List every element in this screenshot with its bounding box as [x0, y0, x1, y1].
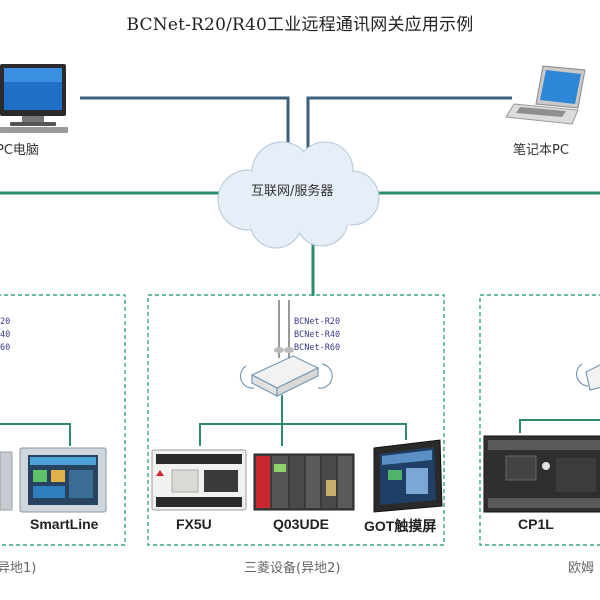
group-label-left: 异地1)	[0, 561, 37, 576]
cloud-label: 互联网/服务器	[251, 184, 334, 199]
group-box-right	[479, 294, 600, 546]
gateway-model-r60: BCNet-R60	[294, 343, 341, 353]
gateway-model-r20: BCNet-R20	[294, 317, 341, 327]
smartline-label: SmartLine	[30, 516, 99, 532]
page-title: BCNet-R20/R40工业远程通讯网关应用示例	[126, 15, 474, 35]
pc-monitor-icon	[0, 64, 68, 133]
pc-label: PC电脑	[0, 143, 39, 158]
device-links	[0, 395, 600, 446]
left-model-20: 20	[0, 317, 11, 327]
group-box-left	[0, 294, 126, 546]
laptop-icon	[505, 65, 586, 125]
left-model-40: 40	[0, 330, 11, 340]
gateway-models: BCNet-R20 BCNet-R40 BCNet-R60	[294, 316, 340, 355]
right-group-link	[519, 419, 600, 433]
fx5u-label: FX5U	[176, 516, 212, 532]
smartline-hmi-icon	[19, 447, 107, 513]
pc-to-cloud-line	[80, 96, 290, 150]
got-label: GOT触摸屏	[364, 518, 437, 534]
laptop-label: 笔记本PC	[513, 143, 569, 158]
laptop-to-cloud-line	[306, 96, 512, 150]
q03ude-label: Q03UDE	[273, 516, 330, 532]
gateway-device-partial-icon	[576, 363, 600, 391]
q03ude-plc-icon	[253, 453, 355, 511]
cp1l-label: CP1L	[518, 516, 554, 532]
gateway-device-icon	[239, 300, 333, 397]
group-box-middle	[147, 294, 445, 546]
left-partial-device-icon	[0, 451, 13, 511]
cp1l-plc-icon	[483, 435, 600, 513]
cloud-icon	[217, 141, 380, 249]
gateway-model-r40: BCNet-R40	[294, 330, 341, 340]
group-label-right: 欧姆	[568, 561, 595, 576]
gateway-to-fx5u-link	[199, 395, 283, 446]
fx5u-plc-icon	[151, 449, 247, 511]
left-gateway-models: 20 40 60	[0, 316, 10, 355]
left-model-60: 60	[0, 343, 11, 353]
group-boxes	[0, 294, 600, 546]
left-group-link	[0, 423, 71, 446]
connection-lines	[0, 96, 600, 296]
gateway-to-got-link	[282, 423, 407, 440]
got-touchscreen-icon	[373, 439, 443, 513]
group-label-middle: 三菱设备(异地2)	[244, 561, 341, 576]
